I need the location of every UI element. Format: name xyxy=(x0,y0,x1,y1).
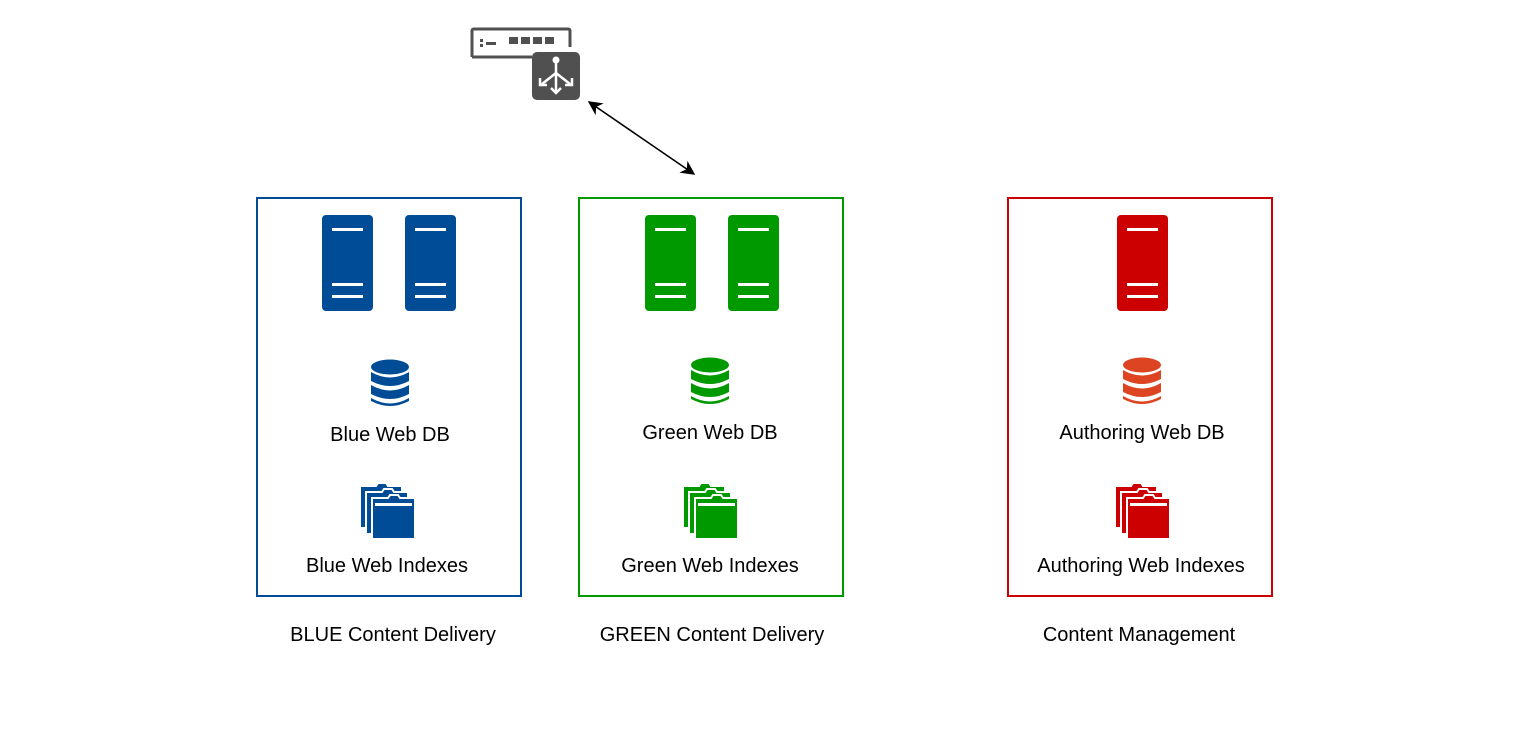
server-icon xyxy=(645,215,696,311)
server-icon xyxy=(322,215,373,311)
database-icon xyxy=(370,359,410,409)
indexes-label: Green Web Indexes xyxy=(621,555,799,577)
index-folders-icon xyxy=(358,480,416,540)
index-folders-icon xyxy=(1113,480,1171,540)
group-caption: GREEN Content Delivery xyxy=(599,624,825,646)
db-label: Green Web DB xyxy=(642,422,778,444)
index-folders-icon xyxy=(681,480,739,540)
group-caption: Content Management xyxy=(1042,624,1236,646)
server-icon xyxy=(728,215,779,311)
connector-arrow xyxy=(0,0,696,175)
blue-group-box xyxy=(256,197,522,597)
server-icon xyxy=(405,215,456,311)
authoring-group-box xyxy=(1007,197,1273,597)
server-icon xyxy=(1117,215,1168,311)
database-icon xyxy=(1122,357,1162,407)
indexes-label: Blue Web Indexes xyxy=(306,555,468,577)
load-balancer-icon xyxy=(470,27,582,101)
db-label: Authoring Web DB xyxy=(1059,422,1225,444)
db-label: Blue Web DB xyxy=(330,424,450,446)
group-caption: BLUE Content Delivery xyxy=(290,624,496,646)
green-group-box xyxy=(578,197,844,597)
database-icon xyxy=(690,357,730,407)
indexes-label: Authoring Web Indexes xyxy=(1037,555,1245,577)
